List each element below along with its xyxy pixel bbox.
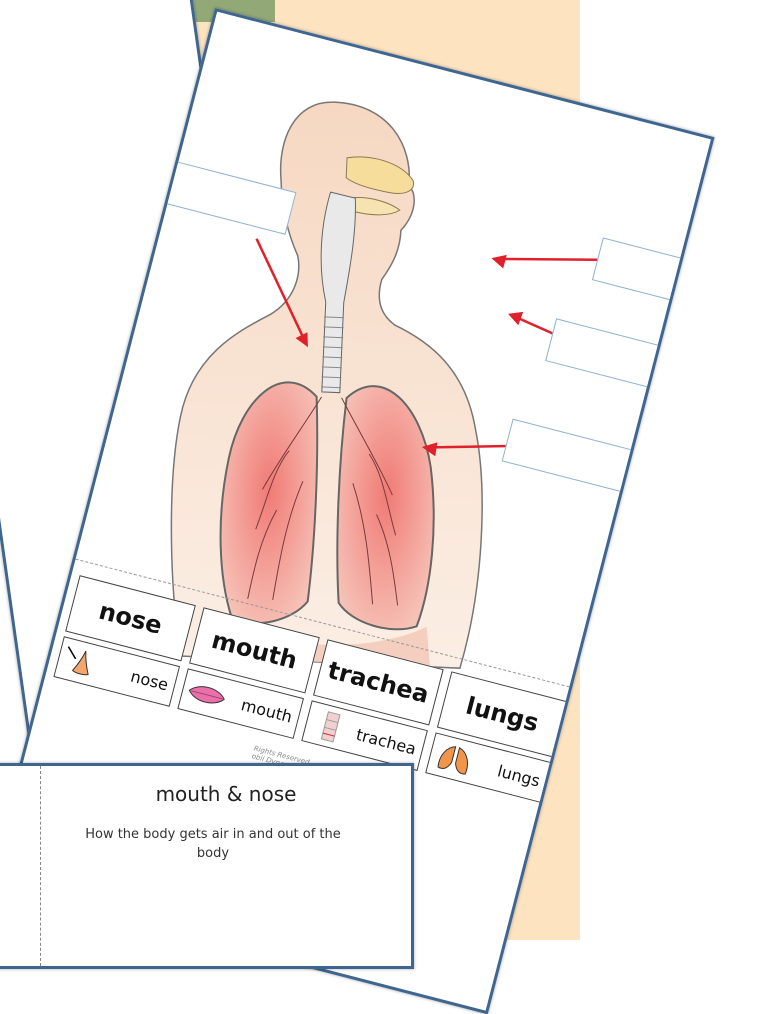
card-title: mouth & nose	[41, 782, 411, 806]
picture-card-label: nose	[129, 666, 171, 694]
info-card: mouth & nose How the body gets air in an…	[0, 763, 414, 969]
lungs-icon	[431, 738, 478, 779]
nose-icon	[59, 642, 106, 683]
picture-card-label: lungs	[496, 761, 543, 790]
picture-card-label: trachea	[354, 724, 418, 758]
mouth-icon	[183, 674, 230, 715]
picture-card-label: mouth	[239, 695, 294, 726]
trachea-icon	[307, 706, 354, 747]
card-description: How the body gets air in and out of the …	[83, 826, 343, 864]
